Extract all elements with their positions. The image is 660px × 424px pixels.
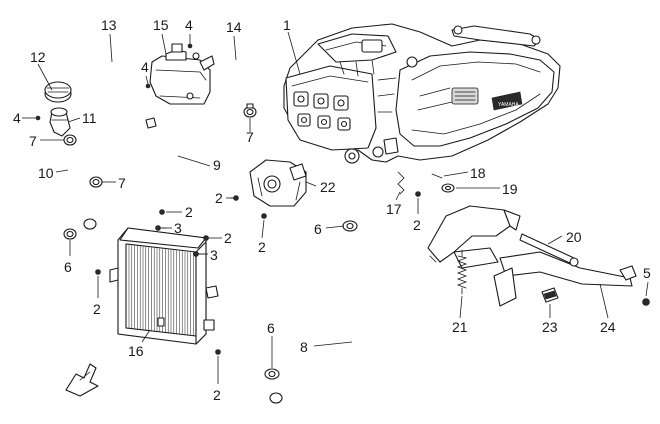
hose-10 bbox=[63, 163, 97, 185]
callout-15: 15 bbox=[153, 17, 169, 33]
callout-2: 2 bbox=[93, 301, 101, 317]
callout-2: 2 bbox=[215, 190, 223, 206]
callout-4: 4 bbox=[141, 59, 149, 75]
leader-lines bbox=[22, 31, 649, 384]
hose-clamp bbox=[89, 176, 103, 188]
engine-assembly: YAMAHA bbox=[283, 23, 561, 164]
thermostat-housing bbox=[249, 159, 307, 207]
hose-clamp bbox=[342, 220, 358, 232]
callout-17: 17 bbox=[386, 201, 402, 217]
callout-4: 4 bbox=[13, 110, 21, 126]
engine-badge-text: YAMAHA bbox=[498, 102, 519, 108]
callout-2: 2 bbox=[213, 387, 221, 403]
callout-7: 7 bbox=[118, 175, 126, 191]
bolt bbox=[203, 235, 209, 241]
bolt bbox=[35, 115, 41, 121]
hose-clamp bbox=[63, 134, 77, 146]
callout-10: 10 bbox=[38, 165, 54, 181]
callout-9: 9 bbox=[213, 157, 221, 173]
filler-cap bbox=[44, 81, 72, 103]
bolt bbox=[415, 191, 421, 197]
callout-6: 6 bbox=[267, 320, 275, 336]
callout-22: 22 bbox=[320, 179, 336, 195]
callout-12: 12 bbox=[30, 49, 46, 65]
callout-7: 7 bbox=[246, 129, 254, 145]
callout-3: 3 bbox=[210, 247, 218, 263]
callout-14: 14 bbox=[226, 19, 242, 35]
callout-4: 4 bbox=[185, 17, 193, 33]
bolt bbox=[215, 349, 221, 355]
callout-16: 16 bbox=[128, 343, 144, 359]
callout-6: 6 bbox=[314, 221, 322, 237]
bolt bbox=[145, 83, 151, 89]
bolt bbox=[95, 269, 101, 275]
callout-8: 8 bbox=[300, 339, 308, 355]
hose-clamp bbox=[264, 368, 280, 380]
callout-6: 6 bbox=[64, 259, 72, 275]
callout-2: 2 bbox=[185, 204, 193, 220]
callout-18: 18 bbox=[470, 165, 486, 181]
washer bbox=[441, 183, 455, 193]
hose-clamp bbox=[63, 228, 77, 240]
callout-5: 5 bbox=[643, 265, 651, 281]
bolt bbox=[159, 209, 165, 215]
callout-7: 7 bbox=[29, 133, 37, 149]
hose-13 bbox=[107, 59, 157, 129]
coolant-reservoir bbox=[149, 43, 215, 105]
hose-clamp bbox=[243, 103, 257, 118]
hose-8 bbox=[269, 244, 402, 408]
hose-14 bbox=[203, 41, 249, 107]
main-stand bbox=[427, 205, 637, 307]
callout-2: 2 bbox=[413, 217, 421, 233]
callout-21: 21 bbox=[452, 319, 468, 335]
callout-24: 24 bbox=[600, 319, 616, 335]
spring-clip bbox=[397, 171, 405, 195]
bolt bbox=[642, 298, 650, 306]
callout-labels: 1 13 15 4 14 12 4 4 11 7 7 9 10 7 2 22 2… bbox=[13, 17, 651, 403]
hose-9 bbox=[83, 118, 246, 230]
engine-badge: YAMAHA bbox=[491, 91, 523, 111]
callout-2: 2 bbox=[224, 230, 232, 246]
filler-neck bbox=[49, 107, 71, 137]
callout-3: 3 bbox=[174, 220, 182, 236]
callout-2: 2 bbox=[258, 239, 266, 255]
front-direction-arrow-icon bbox=[65, 363, 99, 397]
stand-stopper bbox=[541, 287, 559, 303]
bolt bbox=[261, 213, 267, 219]
callout-20: 20 bbox=[566, 229, 582, 245]
stand-spring bbox=[456, 249, 468, 295]
callout-1: 1 bbox=[283, 17, 291, 33]
callout-11: 11 bbox=[82, 110, 97, 126]
pin bbox=[431, 173, 443, 179]
stand-shaft bbox=[519, 233, 579, 267]
callout-13: 13 bbox=[101, 17, 117, 33]
callout-23: 23 bbox=[542, 319, 558, 335]
callout-19: 19 bbox=[502, 181, 518, 197]
radiator bbox=[109, 227, 219, 345]
